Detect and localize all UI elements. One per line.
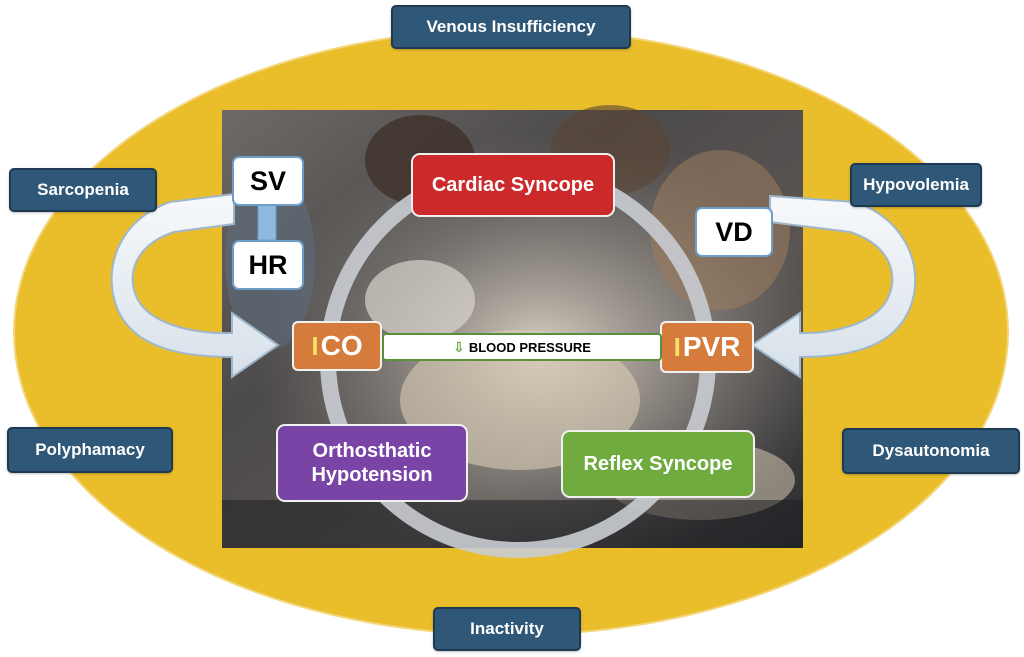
venous-insufficiency-box: Venous Insufficiency bbox=[391, 5, 631, 49]
sv-hr-connector bbox=[257, 203, 277, 241]
hr-box: HR bbox=[232, 240, 304, 290]
reflex-syncope-box: Reflex Syncope bbox=[561, 430, 755, 498]
pvr-decrease-tick: I bbox=[673, 331, 681, 362]
right-curved-arrow bbox=[750, 194, 917, 379]
sarcopenia-box: Sarcopenia bbox=[9, 168, 157, 212]
inactivity-box: Inactivity bbox=[433, 607, 581, 651]
co-decrease-tick: I bbox=[311, 330, 319, 361]
sv-box: SV bbox=[232, 156, 304, 206]
orthostatic-hypotension-box: Orthosthatic Hypotension bbox=[276, 424, 468, 502]
polyphamacy-box: Polyphamacy bbox=[7, 427, 173, 473]
dysautonomia-box: Dysautonomia bbox=[842, 428, 1020, 474]
pvr-box: I PVR bbox=[660, 321, 754, 373]
left-curved-arrow bbox=[110, 192, 280, 379]
down-arrow-icon: ⇩ bbox=[453, 338, 465, 355]
pvr-label: PVR bbox=[682, 331, 741, 362]
vd-box: VD bbox=[695, 207, 773, 257]
blood-pressure-label: BLOOD PRESSURE bbox=[468, 339, 591, 355]
hypovolemia-box: Hypovolemia bbox=[850, 163, 982, 207]
blood-pressure-bar: ⇩ BLOOD PRESSURE bbox=[382, 333, 662, 361]
co-box: I CO bbox=[292, 321, 382, 371]
cardiac-syncope-box: Cardiac Syncope bbox=[411, 153, 615, 217]
co-label: CO bbox=[320, 330, 363, 361]
